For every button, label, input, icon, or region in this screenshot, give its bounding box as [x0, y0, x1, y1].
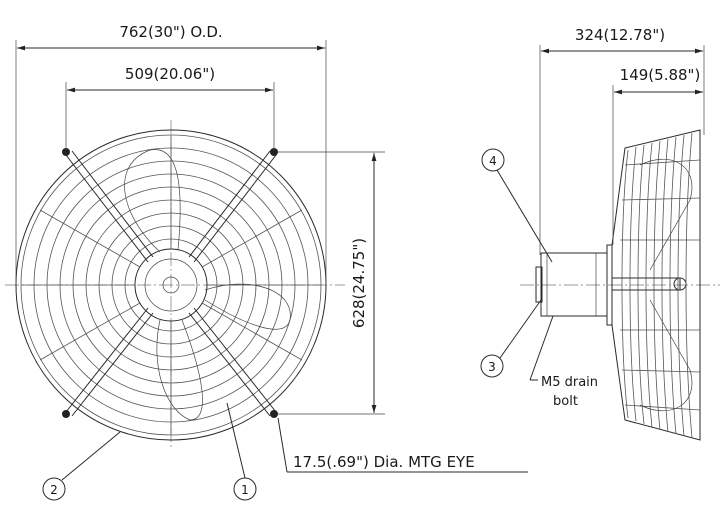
callout-1: 1: [226, 402, 257, 501]
bolt-span-label: 509(20.06"): [125, 65, 215, 83]
drain-bolt-line2: bolt: [553, 394, 578, 409]
support-rods: [65, 150, 277, 417]
drain-bolt-note: M5 drain bolt: [529, 315, 598, 409]
drain-bolt-line1: M5 drain: [541, 375, 598, 390]
guard-grill: [15, 129, 327, 441]
callout-4: 4: [481, 148, 553, 263]
mounting-eye-note: 17.5(.69") Dia. MTG EYE: [277, 417, 528, 473]
vertical-dimension: 628(24.75"): [278, 151, 385, 415]
callout-3-number: 3: [488, 360, 496, 374]
fan-blades: [124, 149, 291, 421]
od-dimension: 762(30") O.D.: [15, 23, 327, 285]
od-label: 762(30") O.D.: [119, 23, 222, 41]
callout-2-number: 2: [50, 483, 58, 497]
bolt-span-dimension: 509(20.06"): [65, 65, 275, 150]
side-guard: [611, 129, 701, 441]
callout-2: 2: [42, 431, 121, 501]
callout-4-number: 4: [489, 154, 497, 168]
depth-total-label: 324(12.78"): [575, 26, 665, 44]
vertical-span-label: 628(24.75"): [350, 238, 368, 328]
side-view: [520, 129, 720, 441]
depth-partial-dimension: 149(5.88"): [612, 66, 703, 245]
callout-1-number: 1: [241, 483, 249, 497]
callout-3: 3: [480, 299, 542, 378]
depth-total-dimension: 324(12.78"): [539, 26, 705, 255]
mounting-eyes: [62, 148, 278, 418]
mounting-eye-label: 17.5(.69") Dia. MTG EYE: [293, 453, 475, 471]
front-view: [5, 120, 345, 450]
depth-partial-label: 149(5.88"): [620, 66, 701, 84]
motor: [535, 244, 687, 326]
